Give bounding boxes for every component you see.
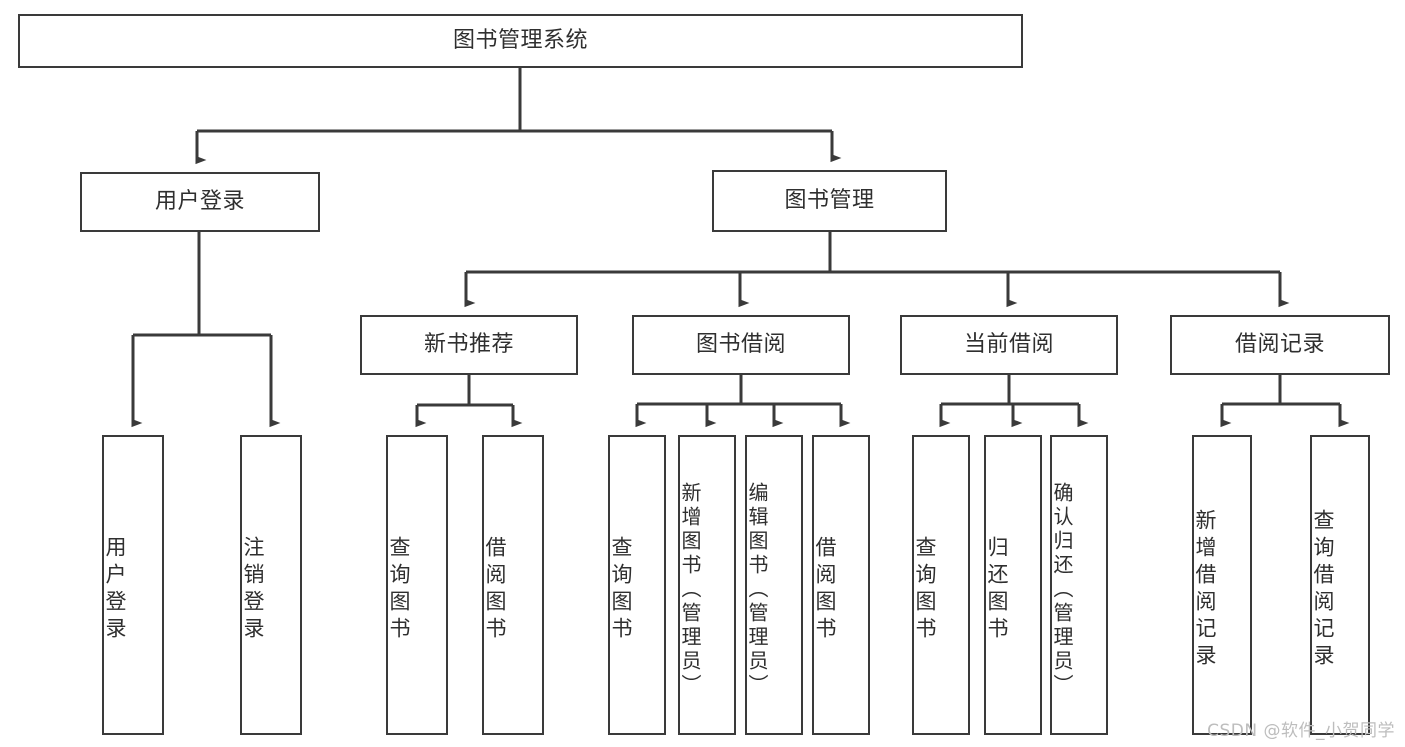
node-leaf-confirm-return-label: 确认归还（管理员） <box>1050 482 1074 698</box>
node-user-login[interactable]: 用户登录 <box>80 172 320 232</box>
watermark: CSDN @软件_小贺同学 <box>1207 721 1395 741</box>
node-book-borrow[interactable]: 图书借阅 <box>632 315 850 375</box>
node-leaf-query-book-cur[interactable]: 查询图书 <box>912 435 970 735</box>
node-leaf-query-book-borrow[interactable]: 查询图书 <box>608 435 666 735</box>
node-borrow-record-label: 借阅记录 <box>1234 332 1325 358</box>
node-leaf-borrow-book-label: 借阅图书 <box>813 536 837 644</box>
node-leaf-add-record-label: 新增借阅记录 <box>1193 509 1217 671</box>
node-leaf-logout[interactable]: 注销登录 <box>240 435 302 735</box>
node-book-borrow-label: 图书借阅 <box>695 332 786 358</box>
node-leaf-query-book-rec[interactable]: 查询图书 <box>386 435 448 735</box>
node-leaf-return-book-label: 归还图书 <box>985 536 1009 644</box>
node-leaf-user-login-label: 用户登录 <box>103 536 127 644</box>
node-leaf-query-book-cur-label: 查询图书 <box>913 536 937 644</box>
node-root-label: 图书管理系统 <box>452 28 588 54</box>
node-leaf-edit-book[interactable]: 编辑图书（管理员） <box>745 435 803 735</box>
node-leaf-query-record-label: 查询借阅记录 <box>1311 509 1335 671</box>
node-book-manage-label: 图书管理 <box>784 188 875 214</box>
node-leaf-add-record[interactable]: 新增借阅记录 <box>1192 435 1252 735</box>
node-book-manage[interactable]: 图书管理 <box>712 170 947 232</box>
node-root[interactable]: 图书管理系统 <box>18 14 1023 68</box>
node-leaf-borrow-book[interactable]: 借阅图书 <box>812 435 870 735</box>
node-leaf-borrow-book-rec-label: 借阅图书 <box>483 536 507 644</box>
node-user-login-label: 用户登录 <box>154 189 245 215</box>
node-leaf-return-book[interactable]: 归还图书 <box>984 435 1042 735</box>
node-leaf-add-book[interactable]: 新增图书（管理员） <box>678 435 736 735</box>
node-leaf-user-login[interactable]: 用户登录 <box>102 435 164 735</box>
node-borrow-record[interactable]: 借阅记录 <box>1170 315 1390 375</box>
node-leaf-confirm-return[interactable]: 确认归还（管理员） <box>1050 435 1108 735</box>
node-new-book-recommend-label: 新书推荐 <box>423 332 514 358</box>
node-new-book-recommend[interactable]: 新书推荐 <box>360 315 578 375</box>
node-leaf-logout-label: 注销登录 <box>241 536 265 644</box>
node-current-borrow[interactable]: 当前借阅 <box>900 315 1118 375</box>
node-leaf-borrow-book-rec[interactable]: 借阅图书 <box>482 435 544 735</box>
node-leaf-edit-book-label: 编辑图书（管理员） <box>745 482 769 698</box>
node-leaf-query-book-rec-label: 查询图书 <box>387 536 411 644</box>
node-leaf-query-record[interactable]: 查询借阅记录 <box>1310 435 1370 735</box>
node-leaf-query-book-borrow-label: 查询图书 <box>609 536 633 644</box>
node-leaf-add-book-label: 新增图书（管理员） <box>678 482 702 698</box>
node-current-borrow-label: 当前借阅 <box>963 332 1054 358</box>
